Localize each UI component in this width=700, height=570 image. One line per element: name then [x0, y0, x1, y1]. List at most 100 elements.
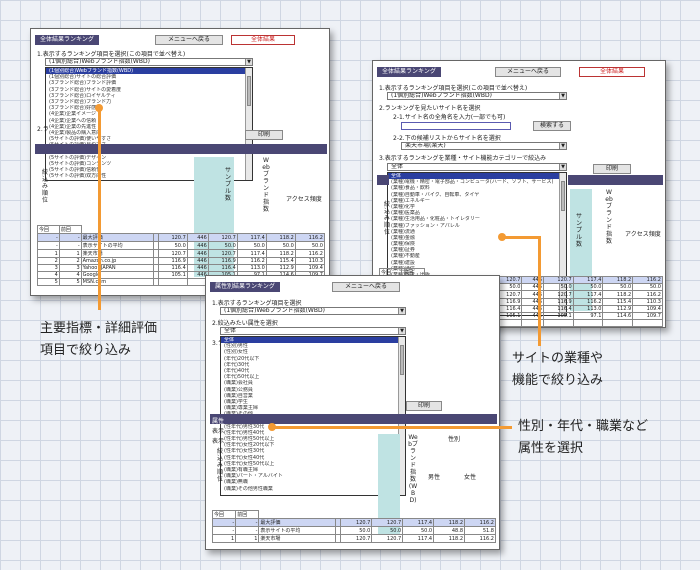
dropdown-option[interactable]: (職業)自営業 [224, 392, 253, 399]
dropdown-option[interactable]: (5サイトの評価)双方向性 [49, 173, 107, 180]
dropdown-option[interactable]: (業種)不動産 [391, 253, 420, 260]
table-cell: - [58, 233, 82, 242]
dropdown-option[interactable]: (3ブランド総合)好感度 [49, 105, 102, 112]
table-cell: 105.1 [543, 312, 574, 320]
dropdown-option[interactable]: (4企業)企業イメージ [49, 111, 96, 118]
dropdown-option[interactable]: (性年代)女性20代以下 [224, 442, 275, 449]
dropdown-option[interactable]: (1個別総合)サイトの総合評価 [49, 74, 117, 81]
chevron-down-icon[interactable]: ▼ [559, 164, 566, 170]
table-cell: 5 [37, 278, 60, 286]
dropdown-option[interactable]: (業種)化学 [391, 203, 415, 210]
site-select[interactable]: 楽天市場(楽天) ▼ [401, 142, 567, 150]
dropdown-option[interactable]: (年代)20代以下 [224, 355, 260, 362]
dropdown-option[interactable]: (性年代)男性40代 [224, 429, 265, 436]
site-name-input[interactable] [401, 122, 511, 130]
scrollbar[interactable] [559, 173, 566, 315]
back-to-menu-button[interactable]: メニューへ戻る [495, 67, 561, 77]
overall-results-button[interactable]: 全体結果 [579, 67, 645, 77]
print-button[interactable]: 印刷 [406, 401, 442, 411]
callout-line [98, 110, 101, 310]
dropdown-option[interactable]: (業種)電機・精密・電子部品・コンピュータ(ハード、ソフト、サービス) [391, 179, 554, 186]
dropdown-option[interactable]: (性年代)女性40代 [224, 454, 265, 461]
dropdown-option[interactable]: (年代)40代 [224, 367, 250, 374]
dropdown-option[interactable]: (年代)30代 [224, 361, 250, 368]
dropdown-option[interactable]: (性年代)男性30代 [224, 423, 265, 430]
ranking-item-select[interactable]: (1個別総合)Webブランド指数(WBD) ▼ [220, 307, 406, 315]
dropdown-option[interactable]: (業種)自動車・バイク、自転車、タイヤ [391, 191, 480, 198]
dropdown-option[interactable]: (年代)50代以上 [224, 374, 260, 381]
dropdown-option[interactable]: (業種)ファッション・アパレル [391, 222, 460, 229]
dropdown-option[interactable]: (4企業)企業の先進性 [49, 123, 97, 130]
table-cell: 50.0 [294, 241, 326, 250]
dropdown-option[interactable]: (1個別総合)Webブランド指数(WBD) [46, 68, 252, 75]
dropdown-option[interactable]: (性別)男性 [224, 343, 248, 350]
back-to-menu-button[interactable]: メニューへ戻る [155, 35, 223, 45]
table-cell: 446 [186, 233, 209, 242]
dropdown-option[interactable]: (職業)会社員 [224, 380, 253, 387]
dropdown-option[interactable]: (職業)学生 [224, 398, 248, 405]
dropdown-option[interactable]: (3ブランド総合)ブランド評価 [49, 80, 117, 87]
dropdown-option[interactable]: (5サイトの評価)使いやすさ [49, 136, 112, 143]
dropdown-option[interactable]: (4企業)製品の購入意向 [49, 129, 102, 136]
dropdown-option[interactable]: (性別)女性 [224, 349, 248, 356]
dropdown-option[interactable]: (5サイトの評価)コンテンツ [49, 160, 112, 167]
ranking-item-select[interactable]: (1個別総合)Webブランド指数(WBD) ▼ [387, 92, 567, 100]
results-band [210, 414, 497, 424]
dropdown-option[interactable]: 全体 [221, 337, 405, 344]
dropdown-option[interactable]: (業種)金融 [391, 234, 415, 241]
table-cell: 116.2 [632, 290, 663, 299]
print-button[interactable]: 印刷 [245, 130, 283, 140]
dropdown-option[interactable]: (職業)パート・アルバイト [224, 473, 283, 480]
table-cell: 120.7 [340, 534, 373, 543]
dropdown-option[interactable]: (業種)建設 [391, 259, 415, 266]
dropdown-option[interactable]: (職業)有職主婦 [224, 466, 258, 473]
dropdown-option[interactable]: (3ブランド総合)ロイヤルティ [49, 92, 116, 99]
male-header: 男性 [428, 474, 441, 481]
dropdown-option[interactable]: (職業)無職 [224, 479, 248, 486]
dropdown-option[interactable]: (性年代)女性30代 [224, 448, 265, 455]
dropdown-option[interactable]: (業種)食品・飲料 [391, 185, 430, 192]
dropdown-option[interactable]: (3ブランド総合)ブランド力 [49, 98, 112, 105]
table-cell: 4 [37, 271, 60, 279]
search-button[interactable]: 検索する [533, 121, 571, 131]
dropdown-option[interactable]: (業種)生活用品・化粧品・トイレタリー [391, 216, 480, 223]
dropdown-option[interactable]: (4企業)企業への信頼 [49, 117, 97, 124]
overall-results-button[interactable]: 全体結果 [231, 35, 295, 45]
back-to-menu-button[interactable]: メニューへ戻る [332, 282, 400, 292]
chevron-down-icon[interactable]: ▼ [245, 59, 252, 65]
dropdown-option[interactable]: (業種)証券 [391, 247, 415, 254]
ranking-item-dropdown[interactable]: (1個別総合)Webブランド指数(WBD)(1個別総合)サイトの総合評価(3ブラ… [45, 67, 253, 181]
dropdown-option[interactable]: (職業)その他男性職業 [224, 485, 273, 492]
ranking-item-select[interactable]: (1個別総合)Webブランド指数(WBD) ▼ [45, 58, 253, 66]
table-row[interactable]: 22Amazon.co.jp116.9446116.9116.2115.4110… [37, 257, 326, 265]
dropdown-option[interactable]: (業種)流通 [391, 228, 415, 235]
dropdown-option[interactable]: (業種)保険 [391, 241, 415, 248]
dropdown-option[interactable]: (性年代)女性50代以上 [224, 460, 275, 467]
chevron-down-icon[interactable]: ▼ [559, 143, 566, 149]
category-select[interactable]: 全体 ▼ [387, 163, 567, 171]
dropdown-option[interactable]: (職業)専業主婦 [224, 405, 258, 412]
table-cell: 50.0 [572, 283, 604, 291]
dropdown-option[interactable]: (業種)エネルギー [391, 197, 430, 204]
chevron-down-icon[interactable]: ▼ [559, 93, 566, 99]
chevron-down-icon[interactable]: ▼ [398, 328, 405, 334]
dropdown-option[interactable]: (性年代)男性50代以上 [224, 436, 275, 442]
dropdown-option[interactable]: (5サイトの評価)信頼性 [49, 167, 102, 173]
table-cell: 120.7 [207, 249, 238, 258]
dropdown-option[interactable]: (3ブランド総合)サイトの愛着度 [49, 86, 122, 93]
dropdown-option[interactable]: (職業)公務員 [224, 386, 253, 393]
dropdown-option[interactable]: 全体 [388, 173, 566, 180]
chevron-down-icon[interactable]: ▼ [398, 308, 405, 314]
dropdown-option[interactable]: (5サイトの評価)デザイン [49, 154, 107, 161]
print-button[interactable]: 印刷 [593, 164, 631, 174]
attribute-select[interactable]: 全体 ▼ [220, 327, 406, 335]
dropdown-option[interactable]: (業種)医薬品 [391, 210, 420, 217]
scrollbar[interactable] [245, 68, 252, 180]
